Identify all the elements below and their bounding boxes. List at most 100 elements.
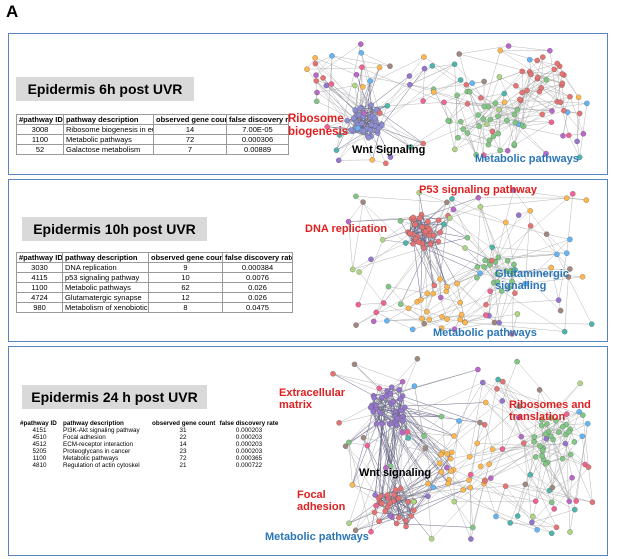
network-node (354, 125, 361, 131)
network-node (543, 77, 550, 83)
network-edge (356, 74, 434, 90)
network-node (335, 157, 342, 164)
network-node (454, 280, 460, 287)
network-edge (485, 402, 522, 437)
network-edge (382, 239, 406, 244)
network-node (540, 447, 546, 454)
network-node (535, 74, 541, 81)
network-node (392, 408, 399, 415)
network-edge (419, 192, 447, 203)
network-node (376, 125, 382, 131)
network-edge (355, 312, 377, 326)
table-cell: 0.0475 (222, 302, 293, 313)
network-edge (504, 102, 515, 146)
network-node (481, 264, 487, 270)
network-edge (352, 424, 397, 486)
network-node (466, 89, 473, 95)
network-edge (514, 69, 555, 115)
network-edge (433, 235, 441, 298)
network-node (473, 152, 479, 158)
network-node (555, 297, 562, 303)
network-node (383, 160, 389, 167)
network-node (428, 536, 435, 542)
network-node (387, 512, 393, 519)
network-node (397, 301, 404, 307)
network-node (484, 121, 490, 127)
panel-24h: Epidermis 24 h post UVR #pathway ID path… (8, 346, 608, 556)
network-node (356, 269, 362, 275)
network-node (543, 150, 549, 157)
network-node (419, 315, 425, 322)
network-edge (390, 416, 442, 467)
network-node (429, 63, 436, 69)
network-node (483, 301, 489, 308)
network-edge (450, 471, 464, 491)
network-node (406, 73, 413, 79)
network-edge (482, 382, 535, 443)
table-row: 52 Galactose metabolism 7 0.00889 (16, 144, 289, 155)
network-edge (352, 387, 392, 485)
network-edge (530, 474, 553, 488)
network-node (351, 361, 358, 368)
network-node (438, 413, 445, 420)
network-node (372, 492, 378, 498)
network-edge (460, 102, 505, 122)
network-node (567, 266, 573, 272)
metabolic-pathways-label: Metabolic pathways (433, 327, 537, 339)
network-edge (315, 55, 333, 76)
network-edge (460, 79, 522, 125)
network-edge (388, 286, 409, 309)
network-node (451, 433, 457, 439)
network-node (527, 223, 534, 229)
network-edge (557, 63, 579, 98)
network-edge (358, 271, 384, 304)
network-edge (352, 259, 372, 270)
network-node (384, 103, 391, 109)
network-edge (480, 97, 508, 121)
network-node (457, 77, 464, 83)
network-edge (423, 435, 448, 468)
network-node (379, 394, 385, 401)
network-node (509, 278, 515, 285)
table-header: #pathway ID (16, 252, 63, 263)
network-edge (496, 388, 520, 407)
network-edge (550, 436, 570, 502)
network-edges (348, 190, 592, 335)
table-cell: 0.026 (222, 282, 293, 293)
network-node (496, 106, 502, 113)
network-edge (502, 381, 522, 437)
network-edge (523, 443, 531, 475)
network-edge (422, 68, 425, 101)
network-edge (378, 452, 443, 522)
network-node (438, 325, 445, 331)
network-node (565, 274, 572, 280)
table-header: false discovery rate (222, 252, 293, 263)
network-edge (424, 293, 428, 324)
network-node (579, 433, 586, 440)
network-node (314, 89, 320, 96)
network-node (462, 245, 468, 251)
network-edge (398, 452, 452, 499)
table-cell: 5205 (32, 448, 47, 455)
network-node (456, 418, 462, 424)
network-node (410, 499, 417, 505)
network-node (496, 74, 503, 80)
network-edge (423, 79, 461, 102)
network-edge (483, 483, 552, 534)
network-edge (409, 64, 455, 85)
network-node (376, 385, 382, 391)
network-node (490, 133, 497, 140)
network-node (352, 82, 358, 89)
network-edge (520, 110, 564, 125)
table-header: false discovery rate (219, 420, 279, 427)
network-edge (398, 454, 442, 518)
network-node (444, 464, 450, 471)
dna-replication-label: DNA replication (305, 223, 388, 235)
network-node (475, 366, 481, 373)
network-edge (558, 253, 567, 301)
network-edge (485, 402, 524, 444)
network-edge (495, 190, 514, 262)
network-edge (433, 487, 552, 534)
table-cell: 9 (148, 262, 223, 273)
network-node (377, 110, 383, 116)
